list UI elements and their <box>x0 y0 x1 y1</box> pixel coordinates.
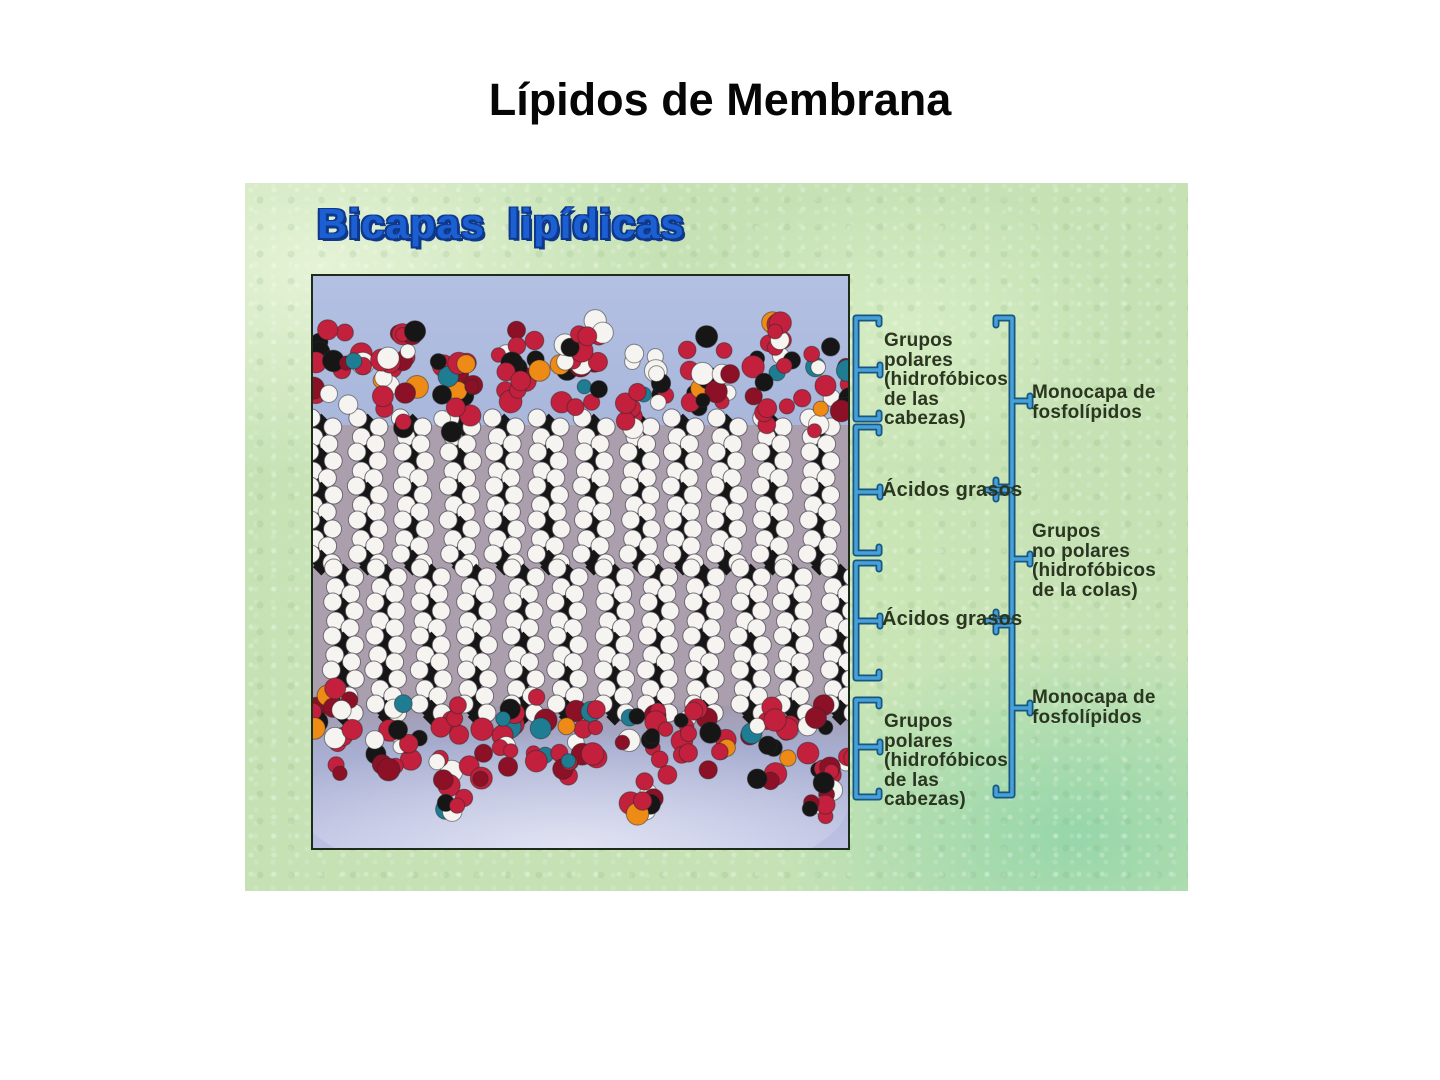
label-grupos-no-polares: Grupos no polares (hidrofóbicos de la co… <box>1032 521 1156 601</box>
figure-heading: Bicapas lipídicas <box>317 200 685 247</box>
label-monocapa-bottom: Monocapa de fosfolípidos <box>1032 687 1156 728</box>
label-grupos-polares-bottom: Grupos polares (hidrofóbicos de las cabe… <box>884 711 1008 810</box>
lipid-bilayer-illustration <box>311 274 850 850</box>
page-title: Lípidos de Membrana <box>488 74 952 125</box>
label-monocapa-top: Monocapa de fosfolípidos <box>1032 382 1156 423</box>
label-acidos-grasos-bottom: Ácidos grasos <box>882 608 1023 630</box>
label-acidos-grasos-top: Ácidos grasos <box>882 479 1023 501</box>
label-grupos-polares-top: Grupos polares (hidrofóbicos de las cabe… <box>884 330 1008 429</box>
